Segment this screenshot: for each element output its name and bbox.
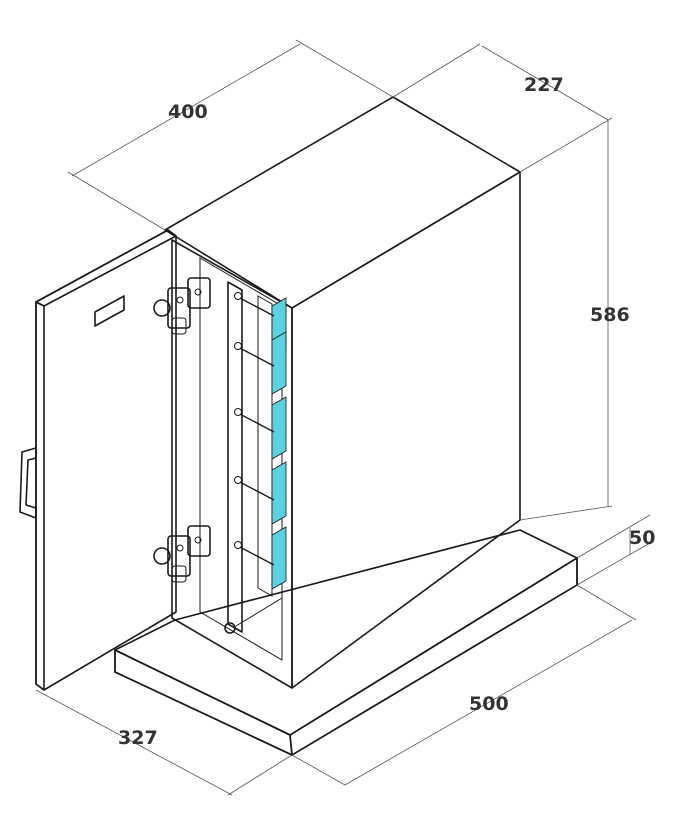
rack-roller [224, 622, 236, 634]
rack-shelf-bar [235, 345, 275, 367]
rack-shelf-clip [234, 292, 242, 300]
rack-shelf-clip [234, 342, 242, 350]
dimension-label-door-width: 327 [118, 727, 158, 749]
rack-shelf-clip [234, 541, 242, 549]
door-handle-slot [94, 295, 125, 327]
rack-tray [271, 396, 287, 460]
hinge-top [153, 277, 211, 335]
rack-shelf-bar [235, 544, 275, 566]
pull-out-rack [224, 281, 287, 634]
dimension-label-plinth-height: 50 [629, 527, 655, 549]
rack-shelf-bar [235, 295, 275, 317]
dimension-label-width-bottom: 500 [469, 693, 509, 715]
rack-tray [271, 331, 287, 395]
plinth [114, 529, 578, 756]
dimension-lines [35, 39, 651, 796]
rack-shelves [234, 292, 275, 566]
dimension-label-depth-top: 227 [524, 74, 564, 96]
rack-tray [271, 526, 287, 590]
cabinet-body [164, 96, 521, 689]
rack-shelf-bar [235, 411, 275, 433]
hinge-bottom [153, 525, 211, 583]
rack-tray [271, 461, 287, 525]
rack-shelf-clip [234, 476, 242, 484]
rack-trays [271, 297, 287, 590]
rack-shelf-clip [234, 408, 242, 416]
rack-shelf-bar [235, 479, 275, 501]
dimension-label-height: 586 [590, 304, 630, 326]
door-side-grip [19, 447, 37, 519]
door [19, 229, 177, 691]
dimension-label-width-top: 400 [168, 101, 208, 123]
